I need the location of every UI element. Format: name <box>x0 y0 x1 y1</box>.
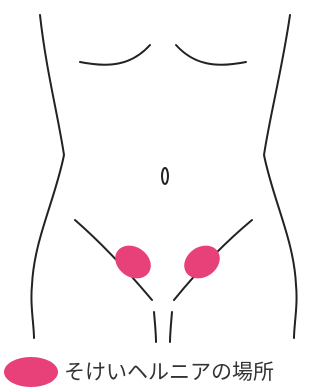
navel <box>162 168 168 184</box>
hernia-marker-right <box>178 239 226 285</box>
right-body-outline <box>264 15 297 338</box>
left-body-outline <box>31 15 64 338</box>
legend-marker-swatch <box>4 357 58 387</box>
legend-label: そけいヘルニアの場所 <box>64 357 274 387</box>
left-rib-line <box>80 45 150 65</box>
left-inner-thigh-line <box>154 312 156 342</box>
right-inner-thigh-line <box>170 312 172 342</box>
right-rib-line <box>176 45 246 65</box>
legend: そけいヘルニアの場所 <box>4 356 274 388</box>
